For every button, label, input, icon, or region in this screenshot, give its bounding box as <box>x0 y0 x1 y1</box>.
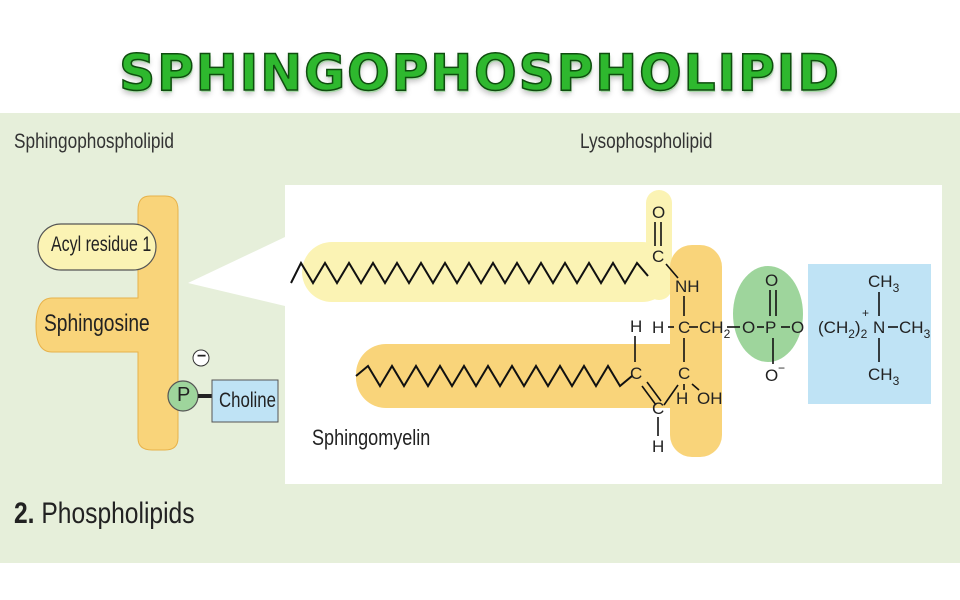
nitrogen-plus-charge: + <box>862 306 869 320</box>
callout-wedge <box>188 237 285 306</box>
negative-charge-label: − <box>197 348 207 365</box>
choline-label: Choline <box>219 389 276 412</box>
phosphorus: P <box>765 318 776 337</box>
phosphate-minus-charge: − <box>778 361 785 375</box>
amide-nh: NH <box>675 277 700 296</box>
sphingosine-chain-highlight <box>356 344 716 408</box>
choline-nitrogen: N <box>873 318 885 337</box>
c5-hydrogen: H <box>652 437 664 456</box>
sphingosine-head-highlight <box>670 245 722 457</box>
phosphate-oxygen-minus: O <box>765 366 778 385</box>
ester-oxygen-1: O <box>742 318 755 337</box>
methyl-right: CH3 <box>899 318 931 341</box>
methyl-top: CH3 <box>868 272 900 295</box>
c1-ch2: CH2 <box>699 318 731 341</box>
sphingophospholipid-label: Sphingophospholipid <box>14 130 174 153</box>
sphingosine-zigzag-chain <box>355 364 633 388</box>
hydroxyl: OH <box>697 389 723 408</box>
methyl-bottom: CH3 <box>868 365 900 388</box>
sphingosine-label: Sphingosine <box>44 310 150 337</box>
c2-hydrogen: H <box>652 318 664 337</box>
phosphate-label: P <box>177 384 191 406</box>
slide-title: SPHINGOPHOSPHOLIPID <box>118 43 841 103</box>
acyl-residue-pill <box>37 223 157 271</box>
phosphate-highlight <box>733 266 803 362</box>
choline-box <box>211 379 279 423</box>
c4-hydrogen: H <box>630 317 642 336</box>
phosphoryl-oxygen: O <box>765 271 778 290</box>
acyl-zigzag-chain <box>290 260 649 285</box>
c2-carbon: C <box>678 318 690 337</box>
section-number: 2. <box>14 497 35 530</box>
choline-highlight <box>808 264 931 404</box>
c3-carbon: C <box>678 364 690 383</box>
ester-oxygen-2: O <box>791 318 804 337</box>
section-heading: 2. Phospholipids <box>14 497 195 531</box>
sphingomyelin-label: Sphingomyelin <box>312 425 431 450</box>
carbonyl-oxygen: O <box>652 203 665 222</box>
lysophospholipid-label: Lysophospholipid <box>580 130 713 153</box>
section-heading-text: Phospholipids <box>41 497 195 530</box>
c4-carbon: C <box>630 364 642 383</box>
c5-carbon: C <box>652 399 664 418</box>
ethyl-linker: (CH2)2 <box>818 318 868 341</box>
c3-hydrogen: H <box>676 389 688 408</box>
carbonyl-highlight <box>646 190 672 300</box>
negative-charge-circle <box>192 349 210 367</box>
acyl-residue-label: Acyl residue 1 <box>51 233 152 256</box>
carbonyl-carbon: C <box>652 247 664 266</box>
